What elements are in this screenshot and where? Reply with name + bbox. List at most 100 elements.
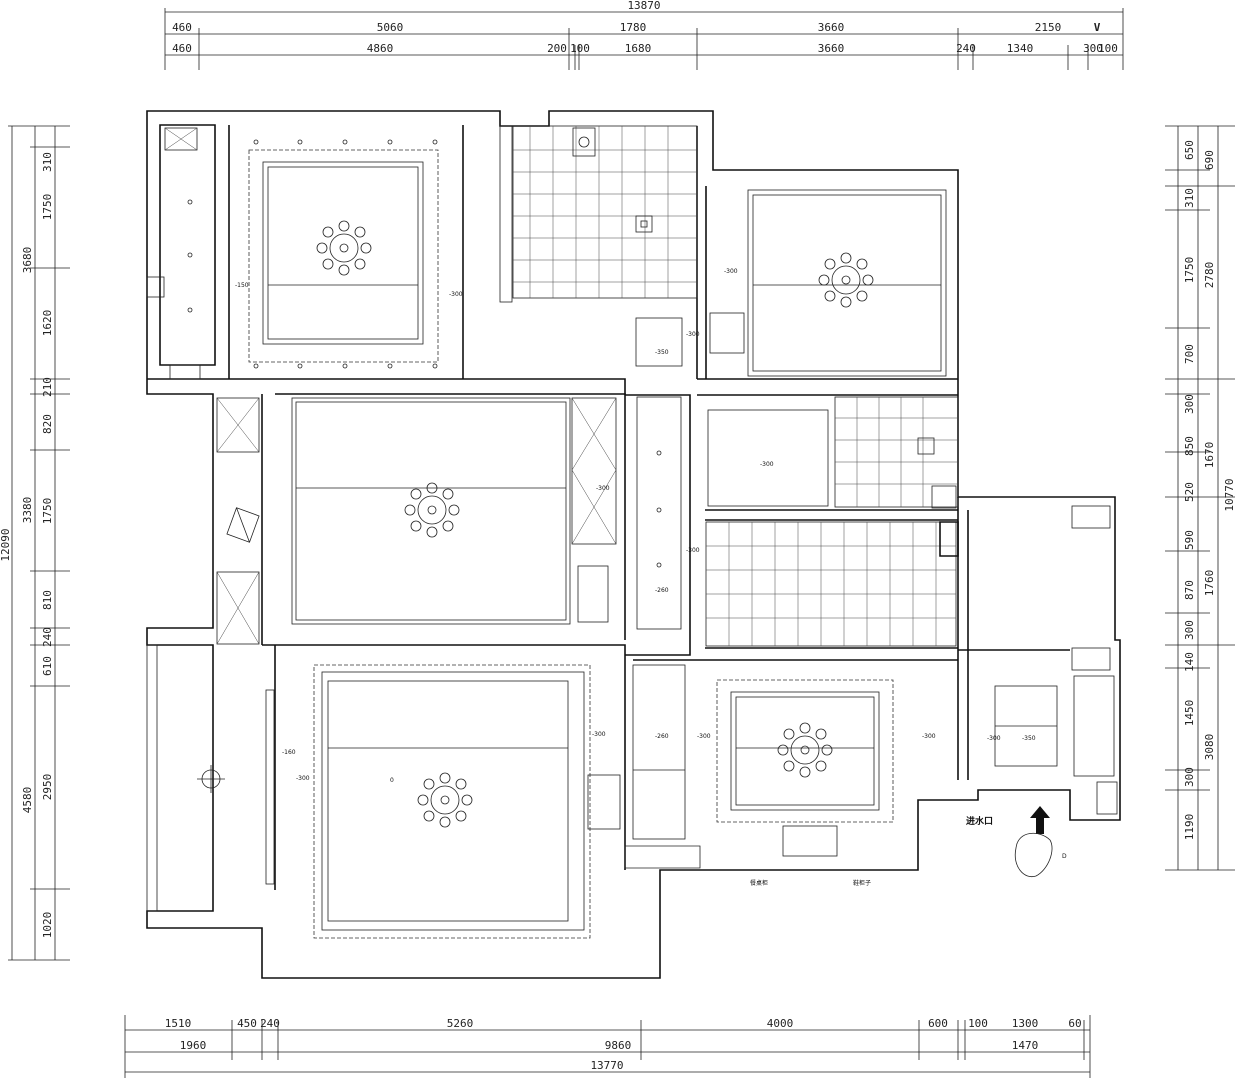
level-mark: -300: [697, 733, 711, 740]
top-dim: 2150: [1035, 21, 1062, 34]
level-mark: -300: [686, 547, 700, 554]
level-mark: 0: [390, 777, 394, 784]
left-dimensions: 12090 3680 3380 4580 310 1750 1620 210 8…: [0, 125, 70, 961]
top-dim: 240: [956, 42, 976, 55]
left-dim: 310: [41, 152, 54, 172]
left-dim: 3380: [21, 497, 34, 524]
bottom-dim: 1300: [1012, 1017, 1039, 1030]
right-dim: 1670: [1203, 442, 1216, 469]
left-dim: 810: [41, 590, 54, 610]
right-dim: 1750: [1183, 257, 1196, 284]
top-dim: 5060: [377, 21, 404, 34]
top-overall-dim: 13870: [627, 0, 660, 12]
level-mark: -260: [655, 733, 669, 740]
top-dim: 1680: [625, 42, 652, 55]
bottom-dim: 4000: [767, 1017, 794, 1030]
top-dim: 200: [547, 42, 567, 55]
level-mark: -300: [449, 291, 463, 298]
right-dim: 1450: [1183, 700, 1196, 727]
right-overall-dim: 10770: [1223, 478, 1236, 511]
right-dim: 700: [1183, 344, 1196, 364]
bottom-dim: 600: [928, 1017, 948, 1030]
right-dim: 300: [1183, 767, 1196, 787]
level-mark: -300: [922, 733, 936, 740]
level-mark: -300: [296, 775, 310, 782]
bottom-dim: 1470: [1012, 1039, 1039, 1052]
bottom-dim: 9860: [605, 1039, 632, 1052]
left-dim: 2950: [41, 774, 54, 801]
bottom-dim: 100: [968, 1017, 988, 1030]
chandelier-icon: [777, 722, 833, 778]
walls: [146, 110, 1121, 979]
downlight-icon: [187, 139, 438, 369]
left-dim: 1750: [41, 194, 54, 221]
kitchen: [705, 521, 959, 647]
bottom-dim: 5260: [447, 1017, 474, 1030]
door-letter: D: [1062, 853, 1067, 860]
right-dim: 650: [1183, 140, 1196, 160]
right-dimensions: 650 310 1750 700 300 850 520 590 870 300…: [1165, 125, 1236, 871]
left-dim: 210: [41, 377, 54, 397]
level-mark: -260: [655, 587, 669, 594]
top-dim: 3660: [818, 21, 845, 34]
right-dim: 690: [1203, 150, 1216, 170]
right-dim: 850: [1183, 436, 1196, 456]
right-dim: 1760: [1203, 570, 1216, 597]
level-mark: -300: [686, 331, 700, 338]
water-inlet-label: 进水口: [966, 815, 993, 827]
bedroom-top-right: -300 -350 -300: [635, 189, 947, 377]
level-mark: -350: [1022, 735, 1036, 742]
bottom-dim: 60: [1068, 1017, 1081, 1030]
entry: -300 -350 进水口 D: [966, 505, 1118, 878]
left-overall-dim: 12090: [0, 528, 12, 561]
chandelier-icon: [404, 482, 460, 538]
top-dimensions: 13870 460 5060 1780 3660 2150 460 4860 2…: [164, 0, 1124, 70]
bottom-dim: 240: [260, 1017, 280, 1030]
top-dim: 460: [172, 21, 192, 34]
bathroom-right: -300: [707, 396, 959, 509]
level-mark: -300: [724, 268, 738, 275]
living-room: -300: [216, 397, 617, 645]
left-dim: 240: [41, 627, 54, 647]
corridor: -300 -260: [636, 396, 700, 630]
level-mark: -160: [282, 749, 296, 756]
chandelier-icon: [417, 772, 473, 828]
right-dim: 590: [1183, 530, 1196, 550]
level-mark: -350: [655, 349, 669, 356]
top-dim: 100: [570, 42, 590, 55]
right-dim: 310: [1183, 188, 1196, 208]
left-dim: 1020: [41, 912, 54, 939]
top-dim: 100: [1098, 42, 1118, 55]
level-mark: -300: [592, 731, 606, 738]
right-dim: 140: [1183, 652, 1196, 672]
left-dim: 820: [41, 414, 54, 434]
chandelier-icon: [316, 220, 372, 276]
top-dim: 300: [1083, 42, 1103, 55]
right-dim: 1190: [1183, 814, 1196, 841]
left-dim: 3680: [21, 247, 34, 274]
entry-arrow-icon: [1030, 806, 1050, 834]
bathroom-top: [499, 125, 698, 303]
bottom-dim: 1960: [180, 1039, 207, 1052]
right-dim: 3080: [1203, 734, 1216, 761]
dining-room: -300 -300 -260 餐桌柜 鞋柜子: [624, 664, 936, 887]
left-dim: 4580: [21, 787, 34, 814]
top-dim: 4860: [367, 42, 394, 55]
right-dim: 300: [1183, 394, 1196, 414]
right-dim: 520: [1183, 482, 1196, 502]
chandelier-icon: [818, 252, 874, 308]
bottom-dim: 450: [237, 1017, 257, 1030]
bottom-dim: 1510: [165, 1017, 192, 1030]
master-bedroom: -160 -300 -300 0: [146, 644, 621, 939]
top-dim: 3660: [818, 42, 845, 55]
level-mark: -300: [987, 735, 1001, 742]
bottom-overall-dim: 13770: [590, 1059, 623, 1072]
right-dim: 300: [1183, 620, 1196, 640]
north-symbol: V: [1094, 21, 1101, 34]
right-dim: 870: [1183, 580, 1196, 600]
left-dim: 610: [41, 656, 54, 676]
bedroom-top-left: -150 -300: [146, 127, 463, 380]
top-dim: 1340: [1007, 42, 1034, 55]
left-dim: 1620: [41, 310, 54, 337]
